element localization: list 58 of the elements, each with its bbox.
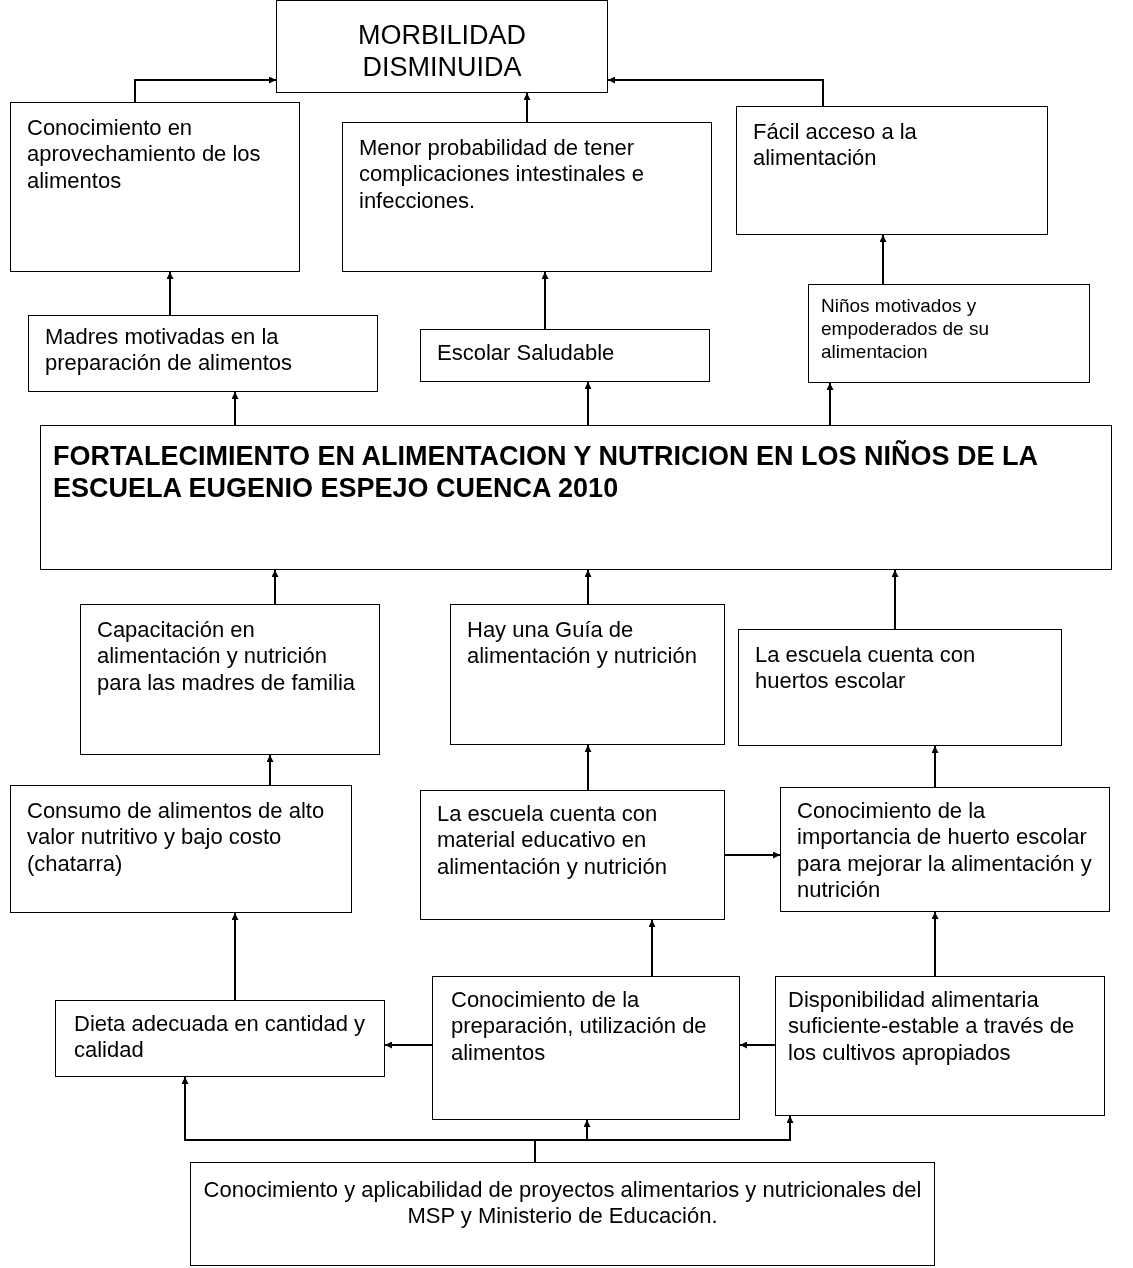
arrow — [134, 76, 277, 103]
box-text: Conocimiento en aprovechamiento de los alimentos — [27, 115, 262, 195]
process-box — [738, 629, 1062, 746]
arrow — [584, 381, 592, 426]
process-box — [775, 976, 1105, 1116]
process-box — [450, 604, 725, 745]
process-box — [432, 976, 740, 1120]
box-text: La escuela cuenta con huertos escolar — [755, 642, 977, 695]
arrow — [739, 1041, 776, 1049]
arrow — [879, 234, 887, 285]
box-text: Madres motivadas en la preparación de alimentos — [45, 324, 294, 377]
process-box — [276, 0, 608, 93]
arrow — [724, 851, 781, 859]
arrow — [648, 919, 656, 977]
process-box — [190, 1162, 935, 1266]
arrow — [931, 911, 939, 977]
box-text: Escolar Saludable — [437, 340, 615, 367]
arrow — [384, 1041, 433, 1049]
box-text: Conocimiento y aplicabilidad de proyectos alimentarios y nutricionales del MSP y Ministerio de Educación. — [202, 1177, 923, 1230]
arrow — [607, 76, 824, 107]
box-text: Fácil acceso a la alimentación — [753, 119, 918, 172]
box-text: Disponibilidad alimentaria suficiente-estable a través de los cultivos apropiados — [788, 987, 1076, 1067]
process-box — [10, 785, 352, 913]
process-box — [40, 425, 1112, 570]
process-box — [55, 1000, 385, 1077]
box-text: Dieta adecuada en cantidad y calidad — [74, 1011, 366, 1064]
process-box — [28, 315, 378, 392]
arrow — [931, 745, 939, 788]
process-box — [80, 604, 380, 755]
arrow — [271, 569, 279, 605]
box-text: FORTALECIMIENTO EN ALIMENTACION Y NUTRICION EN LOS NIÑOS DE LA ESCUELA EUGENIO ESPEJO CUENCA 2010 — [53, 440, 1039, 505]
arrow — [523, 92, 531, 123]
box-text: Consumo de alimentos de alto valor nutritivo y bajo costo (chatarra) — [27, 798, 326, 878]
arrow — [266, 754, 274, 786]
process-box — [736, 106, 1048, 235]
box-text: Conocimiento de la importancia de huerto escolar para mejorar la alimentación y nutrición — [797, 798, 1093, 904]
process-box — [10, 102, 300, 272]
arrow — [541, 271, 549, 330]
arrow — [826, 382, 834, 426]
process-box — [342, 122, 712, 272]
process-box — [780, 787, 1110, 912]
arrow — [534, 1115, 794, 1163]
arrow — [584, 744, 592, 791]
box-text: Conocimiento de la preparación, utilización de alimentos — [451, 987, 708, 1067]
box-text: Niños motivados y empoderados de su alimentacion — [821, 295, 990, 364]
arrow — [166, 271, 174, 316]
box-text: Hay una Guía de alimentación y nutrición — [467, 617, 698, 670]
arrow — [584, 569, 592, 605]
box-text: Capacitación en alimentación y nutrición para las madres de familia — [97, 617, 356, 697]
process-box — [420, 790, 725, 920]
process-box — [808, 284, 1090, 383]
box-text: MORBILIDAD DISMINUIDA — [357, 19, 527, 84]
box-text: La escuela cuenta con material educativo en alimentación y nutrición — [437, 801, 668, 881]
arrow — [231, 391, 239, 426]
arrow — [891, 569, 899, 630]
arrow — [231, 912, 239, 1001]
process-box — [420, 329, 710, 382]
box-text: Menor probabilidad de tener complicaciones intestinales e infecciones. — [359, 135, 645, 215]
